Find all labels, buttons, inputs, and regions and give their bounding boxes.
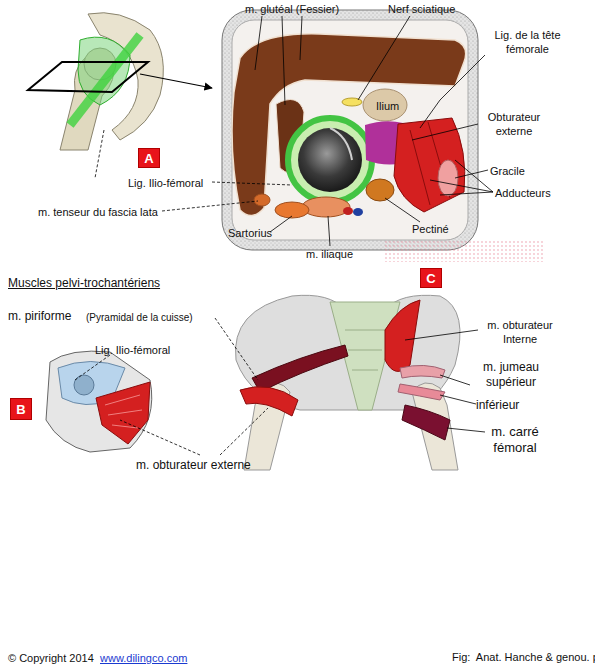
section-heading: Muscles pelvi-trochantériens	[8, 277, 160, 290]
hip-thumbnail	[28, 13, 212, 150]
figure-letter: B	[16, 402, 25, 417]
figure-letter-box: A	[138, 148, 160, 168]
anatomy-label: m. piriforme	[8, 309, 71, 324]
dotted-area	[385, 240, 545, 262]
anatomy-label: m. obturateur Interne	[470, 318, 570, 346]
anatomy-label: Obturateur externe	[478, 110, 550, 138]
anatomy-label: Sartorius	[228, 226, 272, 240]
anatomy-label: m. carré fémoral	[478, 424, 552, 456]
figure-letter-box: B	[10, 398, 32, 420]
anatomy-label: m. iliaque	[306, 247, 353, 261]
figure-caption: Fig: Anat. Hanche & genou. p4	[452, 651, 595, 664]
anatomy-label: m. glutéal (Fessier)	[245, 2, 339, 16]
figure-letter: C	[426, 271, 435, 286]
anatomy-label: Lig. Ilio-fémoral	[95, 343, 170, 357]
anatomy-label: Gracile	[490, 164, 525, 178]
anatomy-label: Adducteurs	[495, 186, 551, 200]
anatomy-label: m. tenseur du fascia lata	[38, 205, 158, 219]
anatomy-label: Nerf sciatique	[388, 2, 455, 16]
anatomy-label: Pectiné	[412, 222, 449, 236]
anatomy-label: Ilium	[376, 99, 399, 113]
leader-lines	[75, 318, 485, 455]
hip-bone-lateral	[46, 351, 152, 452]
pelvis-posterior	[235, 295, 460, 470]
anatomy-label: © Copyright 2014	[8, 651, 94, 665]
anatomy-label: (Pyramidal de la cuisse)	[86, 311, 193, 324]
cross-section	[222, 10, 478, 250]
anatomy-label: www.dilingco.com	[100, 651, 187, 665]
figure-letter: A	[144, 151, 153, 166]
figure-letter-box: C	[420, 268, 442, 288]
anatomy-label: m. obturateur externe	[136, 458, 251, 473]
anatomy-label: Lig. de la tête fémorale	[480, 28, 575, 56]
anatomy-label: m. jumeau supérieur	[468, 360, 554, 390]
anatomy-label: Lig. Ilio-fémoral	[128, 176, 203, 190]
anatomy-label: inférieur	[476, 398, 519, 413]
